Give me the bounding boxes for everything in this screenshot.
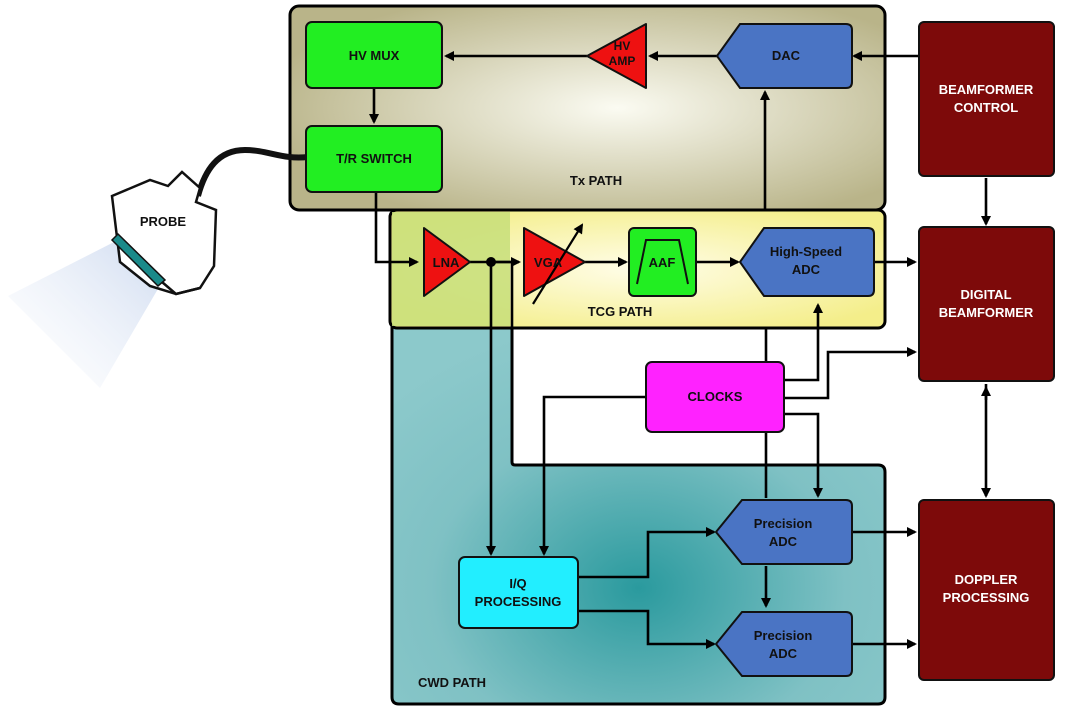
- probe-icon: [110, 170, 218, 296]
- tr-switch-label: T/R SWITCH: [336, 151, 412, 166]
- digital-beamformer-label-2: BEAMFORMER: [939, 305, 1034, 320]
- beamformer-control-label-2: CONTROL: [954, 100, 1018, 115]
- iq-label-2: PROCESSING: [475, 594, 562, 609]
- dac-block: [715, 23, 853, 89]
- hv-mux-label: HV MUX: [349, 48, 400, 63]
- filter-icon: [636, 239, 689, 285]
- vga-label: VGA: [534, 255, 563, 270]
- doppler-label-2: PROCESSING: [943, 590, 1030, 605]
- vga-block: [523, 227, 586, 297]
- clocks-block: [645, 361, 785, 433]
- precision-adc-2-block: [714, 611, 853, 677]
- precision-adc-1-block: [714, 499, 853, 565]
- precision-adc-2-label-1: Precision: [754, 628, 813, 643]
- dac-label: DAC: [772, 48, 801, 63]
- precision-adc-1-label-1: Precision: [754, 516, 813, 531]
- digital-beamformer-label-1: DIGITAL: [960, 287, 1011, 302]
- hv-amp-label-1: HV: [614, 39, 631, 53]
- ultrasound-beam: [8, 240, 162, 388]
- hv-amp-label-2: AMP: [609, 54, 636, 68]
- aaf-label: AAF: [649, 255, 676, 270]
- hv-amp-block: [586, 23, 647, 89]
- doppler-label-1: DOPPLER: [955, 572, 1018, 587]
- hv-mux-block: [305, 21, 443, 89]
- hs-adc-label-1: High-Speed: [770, 244, 842, 259]
- tcg-path-label: TCG PATH: [588, 304, 653, 319]
- precision-adc-1-label-2: ADC: [769, 534, 798, 549]
- signal-wires: [369, 51, 991, 649]
- beamformer-control-label-1: BEAMFORMER: [939, 82, 1034, 97]
- doppler-processing-block: [918, 499, 1055, 681]
- tx-path-label: Tx PATH: [570, 173, 622, 188]
- precision-adc-2-label-2: ADC: [769, 646, 798, 661]
- tr-switch-block: [305, 125, 443, 193]
- junction-dot: [486, 257, 496, 267]
- lna-block: [423, 227, 471, 297]
- iq-processing-block: [458, 556, 579, 629]
- cwd-path-label: CWD PATH: [418, 675, 486, 690]
- probe-label: PROBE: [140, 214, 187, 229]
- hs-adc-label-2: ADC: [792, 262, 821, 277]
- clocks-label: CLOCKS: [688, 389, 743, 404]
- probe-cable: [195, 146, 309, 197]
- digital-beamformer-block: [918, 226, 1055, 382]
- iq-label-1: I/Q: [509, 576, 526, 591]
- lna-label: LNA: [433, 255, 460, 270]
- vga-gain-arrow: [532, 223, 584, 305]
- beamformer-control-block: [918, 21, 1055, 177]
- hs-adc-block: [738, 227, 875, 297]
